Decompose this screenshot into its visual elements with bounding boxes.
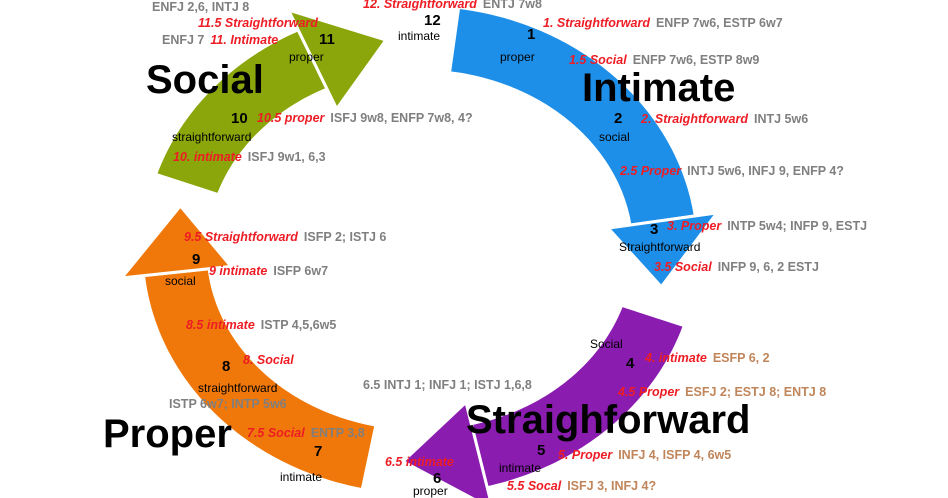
sub-tag: 2.5 Proper [620, 164, 682, 178]
node-label: proper [289, 50, 324, 64]
sub-label-9: 9 intimate ISFP 6w7 [209, 263, 328, 279]
node-number: 8 [222, 358, 231, 375]
node-label: Social [590, 337, 623, 351]
arrow-green-head [285, 7, 389, 112]
sub-tag: 9 intimate [209, 264, 268, 278]
node-label: Straightforward [619, 240, 701, 254]
sub-types: ESFP 6, 2 [712, 351, 770, 365]
sub-types: INTP 5w4; INFP 9, ESTJ [727, 219, 868, 233]
sub-types: ISFP 6w7 [273, 264, 329, 278]
sub-label-1-5: 1.5 Social ENFP 7w6, ESTP 8w9 [569, 52, 759, 68]
node-label: proper [413, 484, 448, 498]
node-label: intimate [280, 470, 323, 484]
node-number: 12 [424, 12, 441, 29]
sub-tag: 5.5 Socal [507, 479, 562, 493]
sub-tag: 10.5 proper [257, 111, 325, 125]
sub-label-8-5: 8.5 intimate ISTP 4,5,6w5 [186, 317, 336, 333]
arrow-orange-body [141, 267, 378, 492]
sub-types: ENTJ 7w8 [482, 0, 542, 11]
sub-label-4: 4. intimate ESFP 6, 2 [645, 350, 770, 366]
sub-types: ISFJ 9w8, ENFP 7w8, 4? [330, 111, 473, 125]
sub-tag: 4. intimate [645, 351, 707, 365]
arrow-blue-head [605, 210, 721, 290]
sub-tag: 12. Straightforward [363, 0, 477, 11]
node-label: intimate [499, 461, 542, 475]
sub-tag: 1.5 Social [569, 53, 627, 67]
sub-types: ISTP 4,5,6w5 [260, 318, 337, 332]
sub-tag: 8. Social [243, 353, 294, 367]
sub-types: ENFJ 7 [162, 33, 205, 47]
sub-tag: 9.5 Straightforward [184, 230, 298, 244]
node-number: 1 [527, 26, 536, 43]
node-label: social [599, 130, 630, 144]
sub-label-10-5: 10.5 proper ISFJ 9w8, ENFP 7w8, 4? [257, 110, 473, 126]
arrow-purple-head [400, 399, 492, 498]
node-number: 7 [314, 443, 323, 460]
sub-label-3-5: 3.5 Social INFP 9, 6, 2 ESTJ [654, 259, 819, 275]
sub-tag: 3.5 Social [654, 260, 712, 274]
node-label: straightforward [172, 130, 252, 144]
node-number: 9 [192, 251, 201, 268]
sub-types: 6.5 INTJ 1; INFJ 1; ISTJ 1,6,8 [363, 378, 532, 392]
sub-tag: 7.5 Social [247, 426, 305, 440]
node-label: straightforward [198, 381, 278, 395]
node-number: 10 [231, 110, 248, 127]
sub-tag: 4.5 Proper [618, 385, 680, 399]
sub-tag: 3. Proper [667, 219, 722, 233]
sub-label-11: ENFJ 7 11. Intimate [162, 32, 278, 48]
node-label: intimate [398, 29, 441, 43]
sub-label-12: 12. Straightforward ENTJ 7w8 [363, 0, 542, 12]
sub-label-1: 1. Straightforward ENFP 7w6, ESTP 6w7 [543, 15, 783, 31]
sub-tag: 1. Straightforward [543, 16, 650, 30]
category-straightforward: Straighforward [466, 398, 751, 442]
sub-types: ISFP 2; ISTJ 6 [303, 230, 387, 244]
sub-label-2: 2. Straightforward INTJ 5w6 [641, 111, 808, 127]
sub-types: INFJ 4, ISFP 4, 6w5 [618, 448, 732, 462]
sub-types: ENTP 3,8 [310, 426, 365, 440]
sub-types: INTJ 5w6 [753, 112, 809, 126]
sub-tag: 11. Intimate [210, 33, 279, 47]
sub-label-3: 3. Proper INTP 5w4; INFP 9, ESTJ [667, 218, 867, 234]
sub-label-4-5: 4.5 Proper ESFJ 2; ESTJ 8; ENTJ 8 [618, 384, 826, 400]
sub-types: ISTP 6w7; INTP 5w6 [169, 397, 287, 411]
category-proper: Proper [103, 412, 232, 456]
sub-types: ISFJ 3, INFJ 4? [567, 479, 657, 493]
sub-tag: 2. Straightforward [641, 112, 748, 126]
node-number: 2 [614, 110, 623, 127]
sub-types: ENFP 7w6, ESTP 8w9 [632, 53, 760, 67]
sub-tag: 8.5 intimate [186, 318, 255, 332]
arrow-orange-head [118, 203, 235, 280]
sub-types: INFP 9, 6, 2 ESTJ [717, 260, 819, 274]
sub-tag: 10. intimate [173, 150, 242, 164]
sub-types: ISFJ 9w1, 6,3 [247, 150, 326, 164]
node-label: proper [500, 50, 535, 64]
sub-label-5: 5. Proper INFJ 4, ISFP 4, 6w5 [558, 447, 731, 463]
sub-tag: 5. Proper [558, 448, 613, 462]
node-number: 3 [650, 221, 659, 238]
node-number: 11 [319, 31, 335, 48]
node-number: 6 [433, 470, 442, 487]
sub-label-2-5: 2.5 Proper INTJ 5w6, INFJ 9, ENFP 4? [620, 163, 844, 179]
sub-tag: 6.5 intimate [385, 455, 454, 469]
sub-label-7-5: 7.5 Social ENTP 3,8 [247, 425, 365, 441]
category-intimate: Intimate [582, 66, 736, 110]
node-number: 5 [537, 442, 546, 459]
category-social: Social [146, 58, 264, 102]
sub-tag: 11.5 Straightforward [198, 16, 318, 30]
sub-types: INTJ 5w6, INFJ 9, ENFP 4? [687, 164, 844, 178]
sub-types: ENFP 7w6, ESTP 6w7 [655, 16, 783, 30]
sub-types: ESFJ 2; ESTJ 8; ENTJ 8 [685, 385, 827, 399]
sub-types: ENFJ 2,6, INTJ 8 [152, 0, 250, 14]
sub-label-10: 10. intimate ISFJ 9w1, 6,3 [173, 149, 326, 165]
node-label: social [165, 274, 196, 288]
sub-label-9-5: 9.5 Straightforward ISFP 2; ISTJ 6 [184, 229, 386, 245]
sub-label-5-5: 5.5 Socal ISFJ 3, INFJ 4? [507, 478, 656, 494]
node-number: 4 [626, 355, 635, 372]
